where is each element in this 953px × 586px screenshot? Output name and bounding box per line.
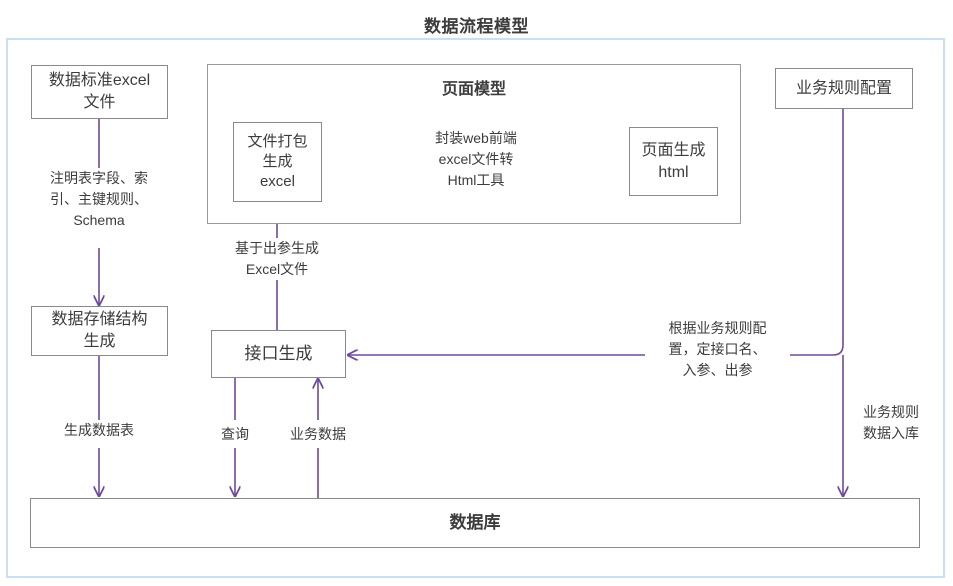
node-data-storage-structure[interactable]: 数据存储结构 生成 — [31, 306, 168, 356]
edge-label-schema-note: 注明表字段、索 引、主键规则、 Schema — [24, 168, 174, 231]
group-page-model-title: 页面模型 — [441, 81, 506, 98]
edge-label-generate-data-table: 生成数据表 — [29, 420, 169, 441]
edge-label-business-rule-data-store: 业务规则 数据入库 — [855, 402, 927, 444]
node-business-rule-config[interactable]: 业务规则配置 — [775, 68, 913, 109]
node-data-standard-excel[interactable]: 数据标准excel 文件 — [31, 65, 168, 119]
edge-label-wrap-web-frontend: 封装web前端 excel文件转 Html工具 — [400, 128, 552, 191]
node-file-package-excel[interactable]: 文件打包 生成 excel — [233, 122, 322, 202]
node-page-generate-html[interactable]: 页面生成 html — [629, 127, 718, 196]
diagram-outer-frame — [6, 38, 945, 578]
edge-label-business-data: 业务数据 — [278, 424, 358, 445]
node-database-label: 数据库 — [449, 512, 501, 532]
edge-label-based-on-output-params: 基于出参生成 Excel文件 — [202, 238, 352, 280]
node-database[interactable]: 数据库 — [30, 498, 920, 548]
edge-label-by-business-rule-config: 根据业务规则配 置，定接口名、 入参、出参 — [645, 318, 790, 381]
page-title: 数据流程模型 — [424, 17, 529, 36]
node-interface-generate[interactable]: 接口生成 — [211, 330, 346, 378]
edge-label-query: 查询 — [205, 424, 265, 445]
